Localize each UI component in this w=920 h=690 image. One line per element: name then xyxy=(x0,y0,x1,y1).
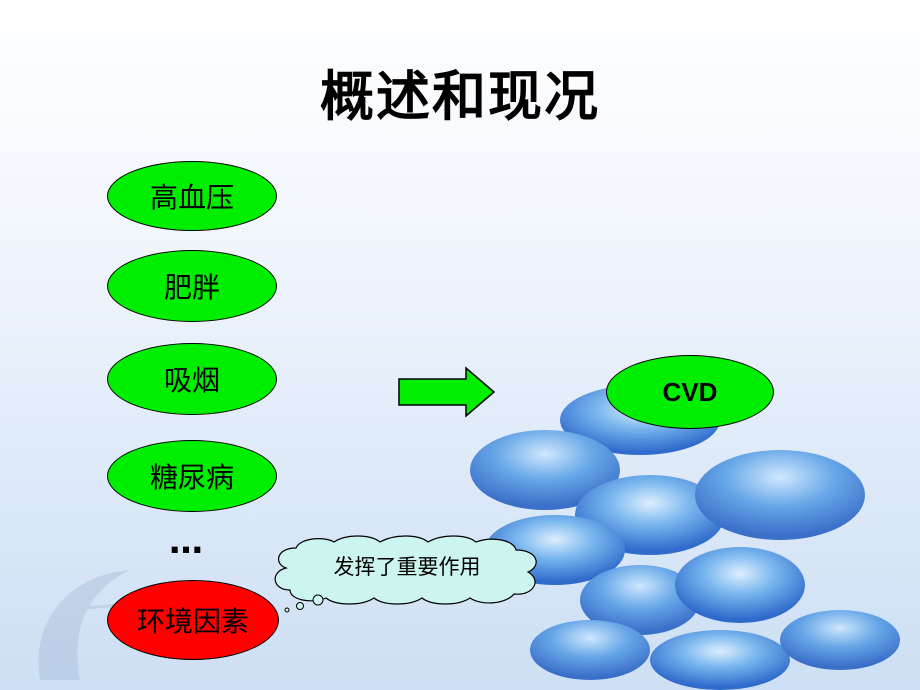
blue-discs-graphic xyxy=(470,385,900,690)
cvd-label: CVD xyxy=(662,376,718,407)
factor-label: 糖尿病 xyxy=(149,461,234,494)
environment-oval: 环境因素 xyxy=(107,580,279,660)
cvd-oval: CVD xyxy=(606,355,774,429)
factor-label: 肥胖 xyxy=(163,271,220,304)
environment-label: 环境因素 xyxy=(136,605,249,638)
factor-label: 高血压 xyxy=(149,181,234,214)
factor-label: 吸烟 xyxy=(163,364,220,397)
page-title: 概述和现况 xyxy=(320,65,600,128)
swoosh-logo xyxy=(38,570,130,680)
factor-oval-obesity: 肥胖 xyxy=(107,250,277,322)
ellipsis-text: … xyxy=(169,522,205,562)
callout-text: 发挥了重要作用 xyxy=(333,555,481,579)
factor-oval-smoking: 吸烟 xyxy=(107,343,277,415)
right-arrow-icon xyxy=(398,366,496,418)
factor-oval-diabetes: 糖尿病 xyxy=(107,440,277,512)
cloud-callout-icon xyxy=(274,535,537,613)
factor-oval-hypertension: 高血压 xyxy=(107,161,277,231)
